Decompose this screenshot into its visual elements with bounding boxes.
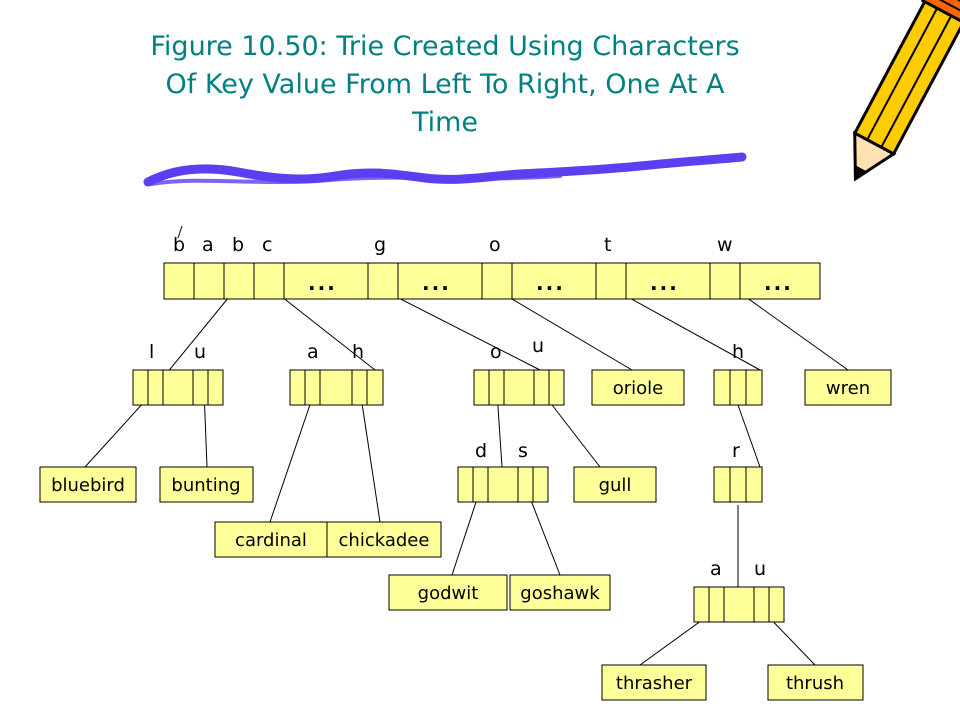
root-ellipsis-1: ... xyxy=(308,271,337,295)
leaf-wren: wren xyxy=(804,369,892,406)
leaf-goshawk: goshawk xyxy=(509,574,611,611)
root-blank-slash xyxy=(177,225,183,239)
root-node: ... ... ... ... ... xyxy=(163,262,821,300)
bu-label-u: u xyxy=(194,341,206,363)
leaf-cardinal: cardinal xyxy=(214,521,328,558)
root-ellipsis-4: ... xyxy=(650,271,679,295)
ch-label-h: h xyxy=(352,341,364,363)
root-label-g: g xyxy=(374,234,386,256)
title-line-1: Figure 10.50: Trie Created Using Charact… xyxy=(150,31,740,62)
thra-label-u: u xyxy=(754,558,766,580)
root-label-b2: b xyxy=(232,234,244,256)
node-thr xyxy=(713,466,763,503)
leaf-thrush: thrush xyxy=(767,664,864,701)
node-gos xyxy=(457,466,549,503)
node-go xyxy=(473,369,565,406)
leaf-oriole: oriole xyxy=(591,369,685,406)
leaf-wren-text: wren xyxy=(826,378,870,399)
leaf-godwit-text: godwit xyxy=(418,583,479,604)
go-label-o: o xyxy=(490,341,502,363)
leaf-chickadee-text: chickadee xyxy=(339,530,430,551)
gos-label-d: d xyxy=(475,440,487,462)
scribble-decoration-tail xyxy=(150,174,562,186)
root-label-a: a xyxy=(202,234,214,256)
title-line-2: Of Key Value From Left To Right, One At … xyxy=(165,69,725,100)
leaf-bunting-text: bunting xyxy=(171,475,240,496)
root-label-o: o xyxy=(489,234,501,256)
thra-label-a: a xyxy=(710,558,722,580)
leaf-godwit: godwit xyxy=(388,574,508,611)
node-bu xyxy=(132,369,224,406)
leaf-thrasher: thrasher xyxy=(601,664,707,701)
edge-ch-cardinal xyxy=(269,389,316,523)
ch-label-a: a xyxy=(307,341,319,363)
thr-label-r: r xyxy=(732,440,740,462)
root-ellipsis-3: ... xyxy=(536,271,565,295)
th-label-h: h xyxy=(732,341,744,363)
bu-label-l: l xyxy=(149,341,154,363)
root-label-b: b xyxy=(173,234,185,256)
root-ellipsis-5: ... xyxy=(764,271,793,295)
leaf-gull-text: gull xyxy=(599,475,632,496)
pencil-icon xyxy=(852,0,960,182)
leaf-cardinal-text: cardinal xyxy=(235,530,307,551)
leaf-thrush-text: thrush xyxy=(786,673,844,694)
root-ellipsis-2: ... xyxy=(422,271,451,295)
edge-t-th xyxy=(607,285,761,371)
edge-g-go xyxy=(374,285,541,371)
go-label-u: u xyxy=(532,335,544,357)
leaf-goshawk-text: goshawk xyxy=(520,583,600,604)
title-line-3: Time xyxy=(411,107,479,138)
node-thra xyxy=(693,586,785,623)
leaf-oriole-text: oriole xyxy=(613,378,664,399)
leaf-bunting: bunting xyxy=(159,466,254,503)
leaf-bluebird: bluebird xyxy=(39,466,137,503)
node-th xyxy=(713,369,763,406)
node-ch xyxy=(289,369,384,406)
edge-gos-godwit xyxy=(451,489,481,576)
root-label-w: w xyxy=(717,234,733,256)
root-label-t: t xyxy=(604,234,611,256)
leaf-gull: gull xyxy=(573,466,657,503)
leaf-chickadee: chickadee xyxy=(326,521,442,558)
edge-c-ch xyxy=(267,285,376,371)
gos-label-s: s xyxy=(518,440,528,462)
edge-th-thr xyxy=(737,404,761,468)
edge-ch-chickadee xyxy=(359,389,381,523)
leaf-thrasher-text: thrasher xyxy=(616,673,693,694)
figure-title: Figure 10.50: Trie Created Using Charact… xyxy=(70,28,820,142)
root-label-c: c xyxy=(262,234,272,256)
leaf-bluebird-text: bluebird xyxy=(51,475,125,496)
edge-o-oriole xyxy=(489,285,633,371)
